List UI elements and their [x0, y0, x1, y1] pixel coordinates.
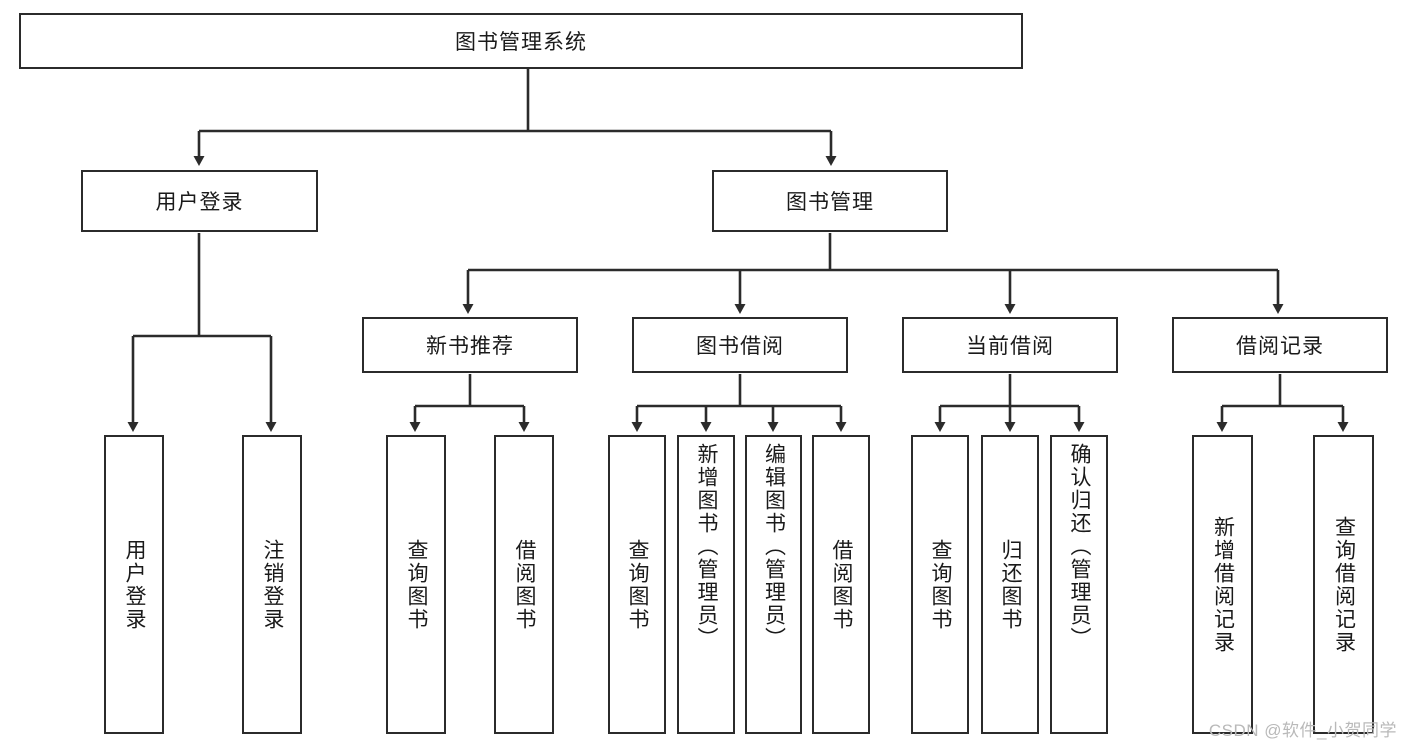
leaf-new-book-borrow[interactable]: 借阅图书	[494, 435, 554, 734]
leaf-label: 归还图书	[999, 538, 1023, 631]
leaf-label: 查询图书	[626, 538, 650, 631]
node-book-borrow-label: 图书借阅	[696, 335, 784, 358]
node-new-book-recommend[interactable]: 新书推荐	[362, 317, 578, 373]
leaf-borrow-record-add[interactable]: 新增借阅记录	[1192, 435, 1253, 734]
node-borrow-record[interactable]: 借阅记录	[1172, 317, 1388, 373]
leaf-current-borrow-query[interactable]: 查询图书	[911, 435, 969, 734]
leaf-book-borrow-edit[interactable]: 编辑图书（管理员）	[745, 435, 802, 734]
leaf-label: 编辑图书（管理员）	[762, 443, 786, 650]
leaf-label: 查询图书	[405, 538, 429, 631]
leaf-book-borrow-borrow[interactable]: 借阅图书	[812, 435, 870, 734]
node-borrow-record-label: 借阅记录	[1236, 335, 1324, 358]
node-current-borrow[interactable]: 当前借阅	[902, 317, 1118, 373]
leaf-user-login-logout[interactable]: 注销登录	[242, 435, 302, 734]
leaf-label: 注销登录	[261, 538, 285, 631]
node-user-login[interactable]: 用户登录	[81, 170, 318, 232]
node-book-management[interactable]: 图书管理	[712, 170, 948, 232]
leaf-user-login-login[interactable]: 用户登录	[104, 435, 164, 734]
leaf-label: 用户登录	[123, 538, 147, 631]
leaf-label: 查询借阅记录	[1332, 515, 1356, 654]
leaf-borrow-record-query[interactable]: 查询借阅记录	[1313, 435, 1374, 734]
leaf-label: 新增图书（管理员）	[695, 443, 719, 650]
csdn-watermark: CSDN @软件_小贺同学	[1208, 721, 1397, 740]
node-book-borrow[interactable]: 图书借阅	[632, 317, 848, 373]
node-user-login-label: 用户登录	[155, 191, 244, 214]
node-new-book-recommend-label: 新书推荐	[426, 335, 514, 358]
leaf-label: 确认归还（管理员）	[1068, 443, 1092, 650]
leaf-label: 新增借阅记录	[1211, 515, 1235, 654]
leaf-book-borrow-add[interactable]: 新增图书（管理员）	[677, 435, 735, 734]
leaf-current-borrow-return[interactable]: 归还图书	[981, 435, 1039, 734]
leaf-new-book-query[interactable]: 查询图书	[386, 435, 446, 734]
leaf-label: 借阅图书	[830, 538, 854, 631]
leaf-label: 查询图书	[929, 538, 953, 631]
leaf-current-borrow-confirm-return[interactable]: 确认归还（管理员）	[1050, 435, 1108, 734]
node-root[interactable]: 图书管理系统	[19, 13, 1023, 69]
leaf-label: 借阅图书	[513, 538, 537, 631]
node-root-label: 图书管理系统	[455, 31, 587, 54]
node-book-management-label: 图书管理	[786, 191, 874, 214]
leaf-book-borrow-query[interactable]: 查询图书	[608, 435, 666, 734]
node-current-borrow-label: 当前借阅	[966, 335, 1054, 358]
